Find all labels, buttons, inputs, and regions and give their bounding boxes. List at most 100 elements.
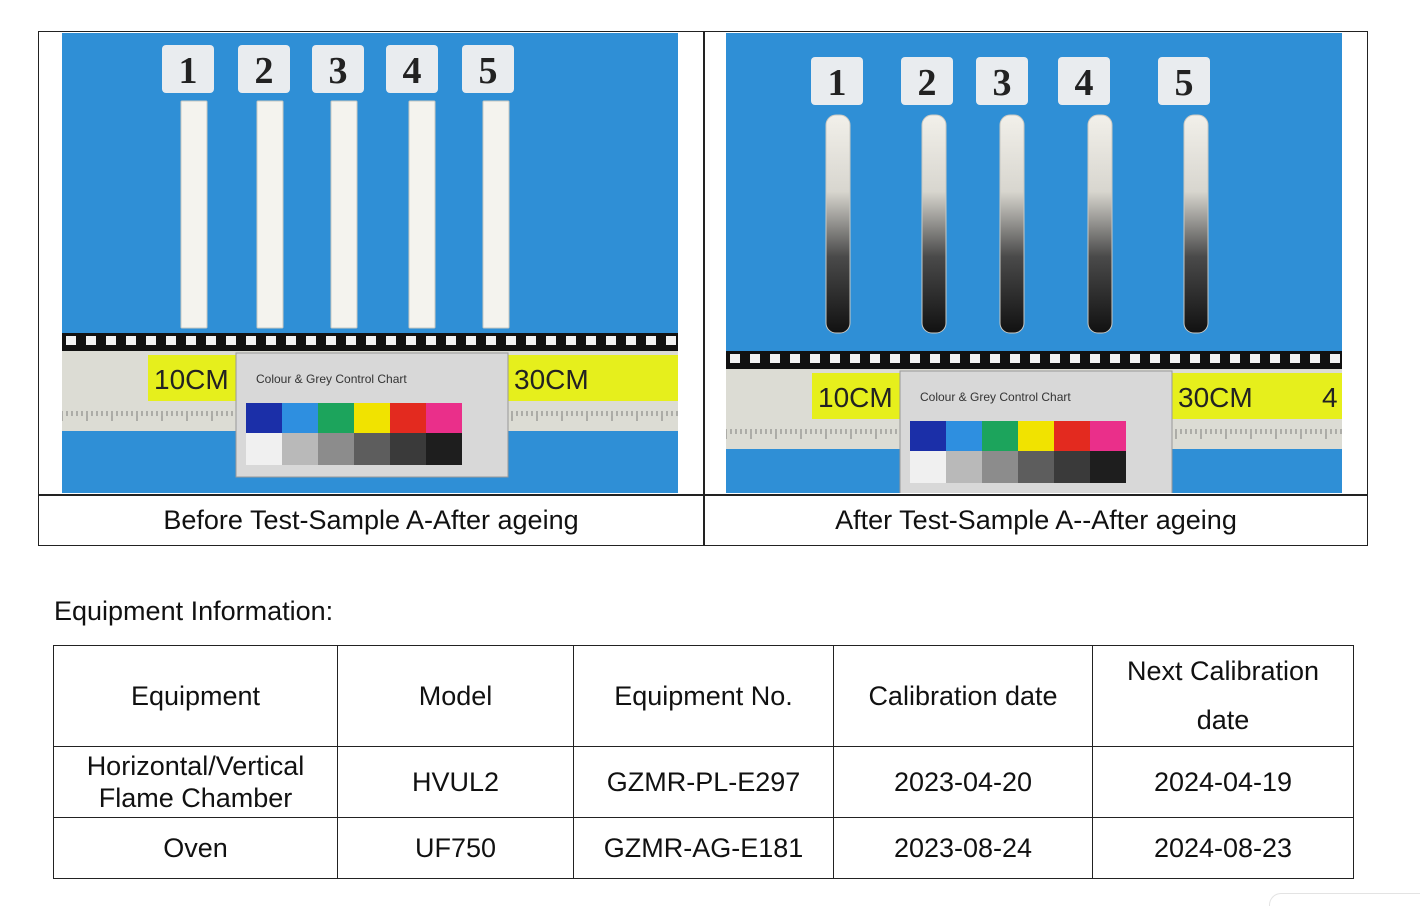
test-specimen — [256, 100, 284, 329]
ruler-mark: 4 — [1322, 382, 1338, 413]
ruler-checker — [970, 354, 980, 363]
ruler-mark: 30CM — [514, 364, 589, 395]
ruler-checker — [346, 336, 356, 345]
sample-number-card — [312, 45, 364, 93]
sample-number-label: 4 — [403, 50, 422, 92]
header-model: Model — [337, 645, 574, 747]
ruler-checker — [286, 336, 296, 345]
colour-swatch — [426, 403, 462, 433]
ruler-checker — [206, 336, 216, 345]
grey-swatch — [1090, 451, 1126, 483]
ruler-checker — [546, 336, 556, 345]
sample-number-card — [976, 57, 1028, 105]
ruler-checker — [486, 336, 496, 345]
caption-after: After Test-Sample A--After ageing — [835, 505, 1237, 535]
header-equipment-no: Equipment No. — [573, 645, 834, 747]
test-specimen — [408, 100, 436, 329]
sample-number-card — [1058, 57, 1110, 105]
colour-swatch — [246, 403, 282, 433]
ruler-checker — [386, 336, 396, 345]
header-equipment: Equipment — [53, 645, 338, 747]
test-specimen — [1087, 114, 1113, 334]
equipment-table: Equipment Model Equipment No. Calibratio… — [53, 645, 1354, 879]
header-next-calibration-date: Next Calibration date — [1092, 645, 1354, 747]
ruler-checker — [366, 336, 376, 345]
ruler-mark: 30CM — [1178, 382, 1253, 413]
colour-swatch — [1090, 421, 1126, 451]
ruler-yellow-block — [812, 373, 916, 419]
ruler-checker — [770, 354, 780, 363]
cell-equipment: Oven — [53, 817, 338, 879]
ruler-checker — [446, 336, 456, 345]
page-corner-decoration — [1269, 893, 1420, 906]
colour-swatch — [946, 421, 982, 451]
ruler-checker — [730, 354, 740, 363]
grey-swatch — [390, 433, 426, 465]
ruler-checker — [86, 336, 96, 345]
colour-swatch — [354, 403, 390, 433]
cell-next-calibration-date: 2024-04-19 — [1092, 746, 1354, 818]
ruler-checker — [950, 354, 960, 363]
equipment-section-title: Equipment Information: — [54, 596, 334, 626]
grey-swatch — [1018, 451, 1054, 483]
header-calibration-date: Calibration date — [833, 645, 1093, 747]
colour-chart-title: Colour & Grey Control Chart — [256, 372, 407, 386]
ruler-checker — [1150, 354, 1160, 363]
ruler-checker — [626, 336, 636, 345]
ruler-checker — [1190, 354, 1200, 363]
sample-number-label: 5 — [1175, 62, 1194, 104]
grey-swatch — [982, 451, 1018, 483]
ruler-checker — [1210, 354, 1220, 363]
ruler-checker — [306, 336, 316, 345]
ruler-checker — [146, 336, 156, 345]
sample-number-card — [811, 57, 863, 105]
ruler-checker — [326, 336, 336, 345]
ruler-checker — [1130, 354, 1140, 363]
ruler-yellow-block — [148, 355, 252, 401]
ruler-mark: 10CM — [818, 382, 893, 413]
row-divider — [39, 494, 1367, 496]
ruler-checker — [830, 354, 840, 363]
ruler-checker — [910, 354, 920, 363]
ruler-mark: 10CM — [154, 364, 229, 395]
sample-number-card — [162, 45, 214, 93]
ruler-checker — [586, 336, 596, 345]
ruler-checker — [930, 354, 940, 363]
table-row: Oven UF750 GZMR-AG-E181 2023-08-24 2024-… — [53, 817, 1354, 879]
test-specimen — [921, 114, 947, 334]
sample-number-label: 4 — [1075, 62, 1094, 104]
table-row: Horizontal/Vertical Flame Chamber HVUL2 … — [53, 746, 1354, 818]
grey-swatch — [426, 433, 462, 465]
colour-swatch — [910, 421, 946, 451]
sample-number-card — [238, 45, 290, 93]
sample-number-label: 2 — [255, 50, 274, 92]
cell-next-calibration-date: 2024-08-23 — [1092, 817, 1354, 879]
ruler-checker — [526, 336, 536, 345]
ruler-checker — [506, 336, 516, 345]
ruler-checker — [466, 336, 476, 345]
ruler-checker — [126, 336, 136, 345]
sample-number-label: 5 — [479, 50, 498, 92]
colour-swatch — [1018, 421, 1054, 451]
test-specimen — [330, 100, 358, 329]
sample-number-label: 1 — [828, 62, 847, 104]
ruler-checker — [266, 336, 276, 345]
sample-number-label: 3 — [993, 62, 1012, 104]
ruler-checker — [790, 354, 800, 363]
photo-table: 1 2 3 4 5 10CM 30CM Colour & Grey Control Chart… — [38, 31, 1368, 546]
colour-swatch — [318, 403, 354, 433]
column-divider — [703, 32, 705, 545]
grey-swatch — [910, 451, 946, 483]
ruler-checker — [890, 354, 900, 363]
ruler-checker — [1090, 354, 1100, 363]
ruler-checker — [1310, 354, 1320, 363]
ruler-checker — [166, 336, 176, 345]
ruler-checker — [850, 354, 860, 363]
colour-swatch — [1054, 421, 1090, 451]
sample-number-label: 3 — [329, 50, 348, 92]
ruler-checker — [1070, 354, 1080, 363]
sample-number-card — [1158, 57, 1210, 105]
